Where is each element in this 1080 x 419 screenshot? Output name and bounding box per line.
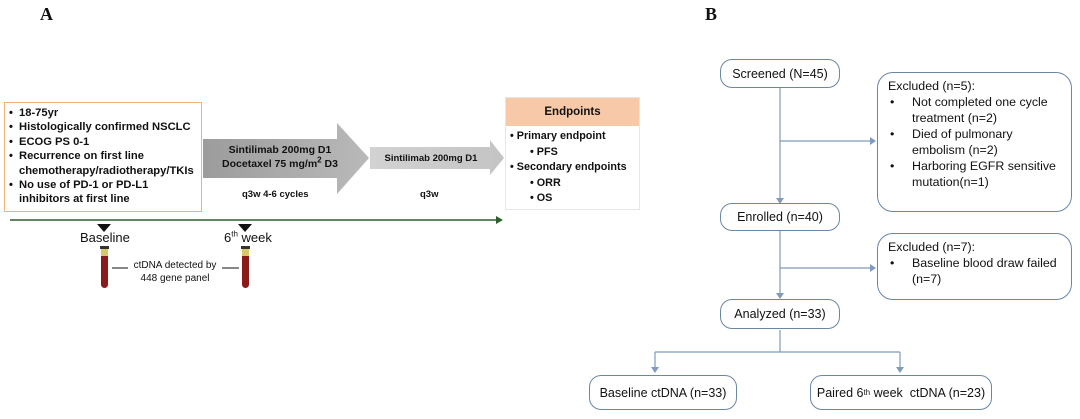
ctdna-caption: ctDNA detected by 448 gene panel <box>133 260 217 284</box>
week6-marker <box>238 224 252 232</box>
enrolled-box: Enrolled (n=40) <box>720 203 840 231</box>
panel-a-arrows <box>10 123 504 288</box>
baseline-ctdna-box: Baseline ctDNA (n=33) <box>589 375 737 410</box>
arrow1-label: Sintilimab 200mg D1 Docetaxel 75 mg/m2 D… <box>222 144 338 170</box>
secondary-endpoint-heading: • Secondary endpoints <box>510 161 627 174</box>
endpoints-box: Endpoints • Primary endpoint • PFS • Sec… <box>505 97 640 210</box>
panel-b-label: B <box>705 4 718 24</box>
endpoint-item: • PFS <box>530 145 558 158</box>
treatment-arrow-2 <box>370 140 504 175</box>
blood-tube-icon <box>241 246 250 288</box>
screened-box: Screened (N=45) <box>720 59 840 88</box>
inclusion-criteria-box: 18-75yr Histologically confirmed NSCLC E… <box>4 102 202 212</box>
baseline-label: Baseline <box>80 230 130 245</box>
panel-a-label: A <box>40 4 53 24</box>
week6-label: 6th week <box>224 229 272 245</box>
flowchart-connectors <box>651 87 904 373</box>
blood-tube-icon <box>100 246 109 288</box>
excluded-box-1: Excluded (n=5): Not completed one cycle … <box>877 72 1072 212</box>
treatment-arrow-1 <box>203 123 369 194</box>
endpoints-title: Endpoints <box>506 98 639 126</box>
analyzed-box: Analyzed (n=33) <box>720 299 840 329</box>
arrow2-caption: q3w <box>420 189 439 200</box>
arrow1-caption: q3w 4-6 cycles <box>242 189 309 200</box>
excluded-box-2: Excluded (n=7): Baseline blood draw fail… <box>877 233 1072 300</box>
timeline-arrowhead <box>496 216 503 224</box>
baseline-marker <box>97 224 111 232</box>
criterion-item: 18-75yr <box>9 106 197 121</box>
criterion-item: No use of PD-1 or PD-L1 inhibitors at fi… <box>9 178 197 207</box>
criterion-item: Recurrence on first line chemotherapy/ra… <box>9 149 197 178</box>
exclusion-reason: Baseline blood draw failed (n=7) <box>890 255 1063 287</box>
exclusion-reason: Died of pulmonary embolism (n=2) <box>890 126 1063 158</box>
criterion-item: Histologically confirmed NSCLC <box>9 120 197 135</box>
excluded-title: Excluded (n=7): <box>888 240 976 254</box>
endpoint-item: • ORR <box>530 176 561 189</box>
exclusion-reason: Not completed one cycle treatment (n=2) <box>890 94 1063 126</box>
arrow2-label: Sintilimab 200mg D1 <box>384 153 478 164</box>
excluded-title: Excluded (n=5): <box>888 79 976 93</box>
exclusion-reason: Harboring EGFR sensitive mutation(n=1) <box>890 158 1063 190</box>
criterion-item: ECOG PS 0-1 <box>9 135 197 150</box>
endpoint-item: • OS <box>530 192 553 205</box>
primary-endpoint-heading: • Primary endpoint <box>510 130 606 142</box>
